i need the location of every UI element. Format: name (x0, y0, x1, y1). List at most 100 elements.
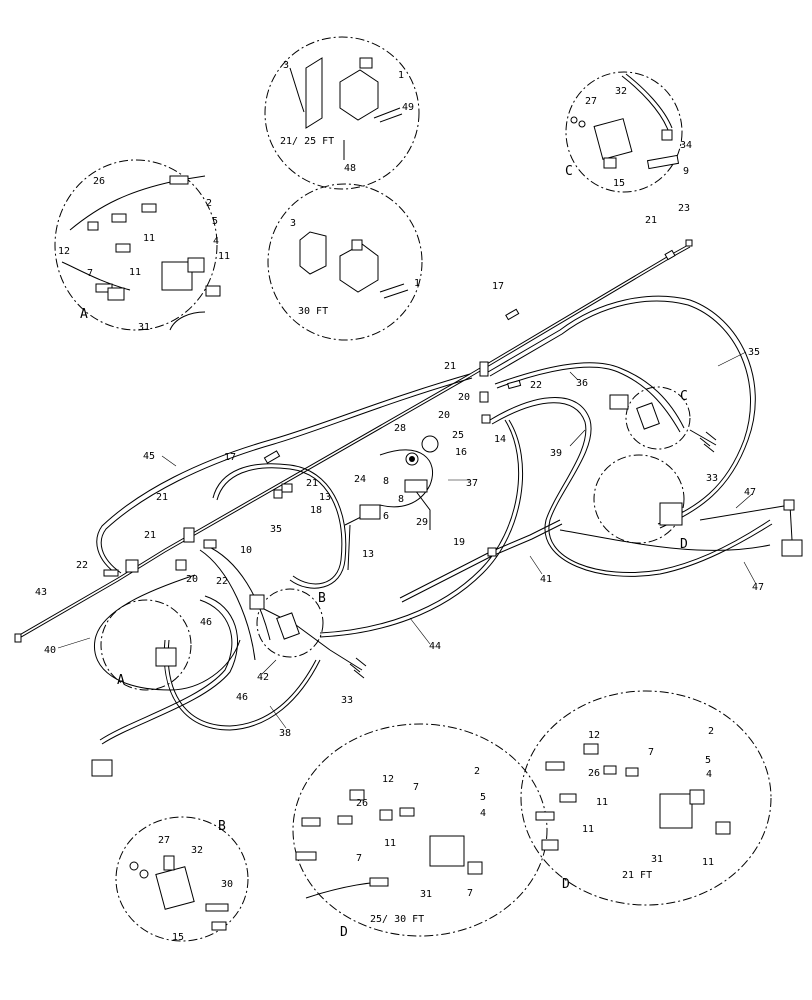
callout: 28 (394, 423, 406, 434)
callout: 38 (279, 728, 291, 739)
small-circle-D (593, 454, 685, 544)
hose-43 (15, 243, 691, 638)
hose-44 (319, 419, 520, 634)
callout: 12 (588, 730, 600, 741)
callout: 13 (362, 549, 374, 560)
callout: 19 (453, 537, 465, 548)
callout: 11 (582, 824, 594, 835)
detail-letter-A: A (117, 673, 125, 688)
leader-47-b (743, 561, 757, 585)
line-33-b (329, 649, 363, 671)
hose-40 (93, 574, 241, 691)
detail-C-hose-b (625, 73, 673, 129)
callout: 27 (585, 96, 597, 107)
leader-3-top (289, 67, 305, 113)
detail-Dr-block-31 (659, 793, 693, 829)
fitting-18 (273, 489, 283, 499)
callout: 2 (708, 726, 714, 737)
detail-Dr-elbow-12 (583, 743, 599, 755)
callout: 11 (384, 838, 396, 849)
hose-46-b (101, 595, 238, 745)
leader-35-a (717, 351, 747, 367)
leader-lines (57, 351, 757, 729)
detail-Dr-fitting-7 (625, 767, 639, 777)
callout: 41 (540, 574, 552, 585)
hose-routing (15, 243, 793, 745)
leader-45 (161, 455, 177, 467)
hose-8-b (414, 489, 431, 530)
detail-Dc-fitting-7 (399, 807, 415, 817)
detail-letters: A A B B C C D D D (80, 164, 688, 940)
block-B-small (276, 612, 300, 640)
callout: 3 (290, 218, 296, 229)
detail-A-block-31 (161, 261, 193, 291)
callout: 48 (344, 163, 356, 174)
detail-Dc-block-31 (429, 835, 465, 867)
callout: 20 (438, 410, 450, 421)
detail-circle-mid (267, 183, 423, 341)
small-circle-C (625, 386, 691, 450)
detail-Dc-hose-7 (305, 881, 381, 899)
bracket-3-mid (299, 231, 327, 275)
callout: 11 (218, 251, 230, 262)
callout: 7 (648, 747, 654, 758)
callout: 20 (186, 574, 198, 585)
callout: 15 (172, 932, 184, 943)
leader-42 (261, 659, 277, 675)
callout: 46 (236, 692, 248, 703)
callout: 2 (206, 198, 212, 209)
hose-41-b (401, 523, 563, 603)
callout: 1 (414, 278, 420, 289)
callout: 8 (383, 476, 389, 487)
detail-B-oring-a (129, 861, 139, 871)
callout: 9 (683, 166, 689, 177)
detail-Dc-fitting-a (301, 817, 321, 827)
callout: 21 (444, 361, 456, 372)
fitting-43-end (14, 633, 22, 643)
callout: 11 (143, 233, 155, 244)
hose-47-b (559, 529, 771, 551)
callout: 27 (158, 835, 170, 846)
callout: 42 (257, 672, 269, 683)
callout: 16 (455, 447, 467, 458)
detail-letter-D: D (680, 537, 688, 552)
leader-44 (409, 617, 431, 645)
callout: 21 (156, 492, 168, 503)
valve-mid (339, 243, 379, 293)
callout: 7 (467, 888, 473, 899)
callout: 24 (354, 474, 366, 485)
hose-45-inner (100, 377, 473, 574)
fitting-19 (487, 547, 497, 557)
fitting-14 (481, 414, 491, 424)
callout: 32 (191, 845, 203, 856)
detail-circle-D-center (292, 723, 548, 937)
fittings (14, 239, 803, 777)
callout: 20 (458, 392, 470, 403)
fitting-22-b (103, 569, 119, 577)
detail-C (570, 73, 680, 170)
size-label: 21/ 25 FT (280, 136, 334, 147)
callout: 5 (212, 216, 218, 227)
callout: 26 (93, 176, 105, 187)
detail-Dr-fitting-b (559, 793, 577, 803)
callout: 35 (270, 524, 282, 535)
callout: 31 (651, 854, 663, 865)
detail-A-valve (187, 257, 205, 273)
callout: 22 (216, 576, 228, 587)
detail-C-fitting-34 (661, 129, 673, 141)
callout: 18 (310, 505, 322, 516)
detail-A-elbow-11 (205, 285, 221, 297)
line-33-a (689, 429, 717, 446)
callout: 22 (530, 380, 542, 391)
detail-A (61, 175, 221, 331)
detail-letter-A: A (80, 307, 88, 322)
detail-circle-A (54, 159, 218, 331)
detail-B-fitting (163, 855, 175, 871)
callout: 26 (588, 768, 600, 779)
fitting-21-b (479, 361, 489, 377)
valve-top-cap (359, 57, 373, 69)
detail-Dc-fitting-b (337, 815, 353, 825)
detail-letter-B: B (318, 591, 326, 606)
size-label: 25/ 30 FT (370, 914, 424, 925)
detail-Dc-elbow-12 (349, 789, 365, 801)
